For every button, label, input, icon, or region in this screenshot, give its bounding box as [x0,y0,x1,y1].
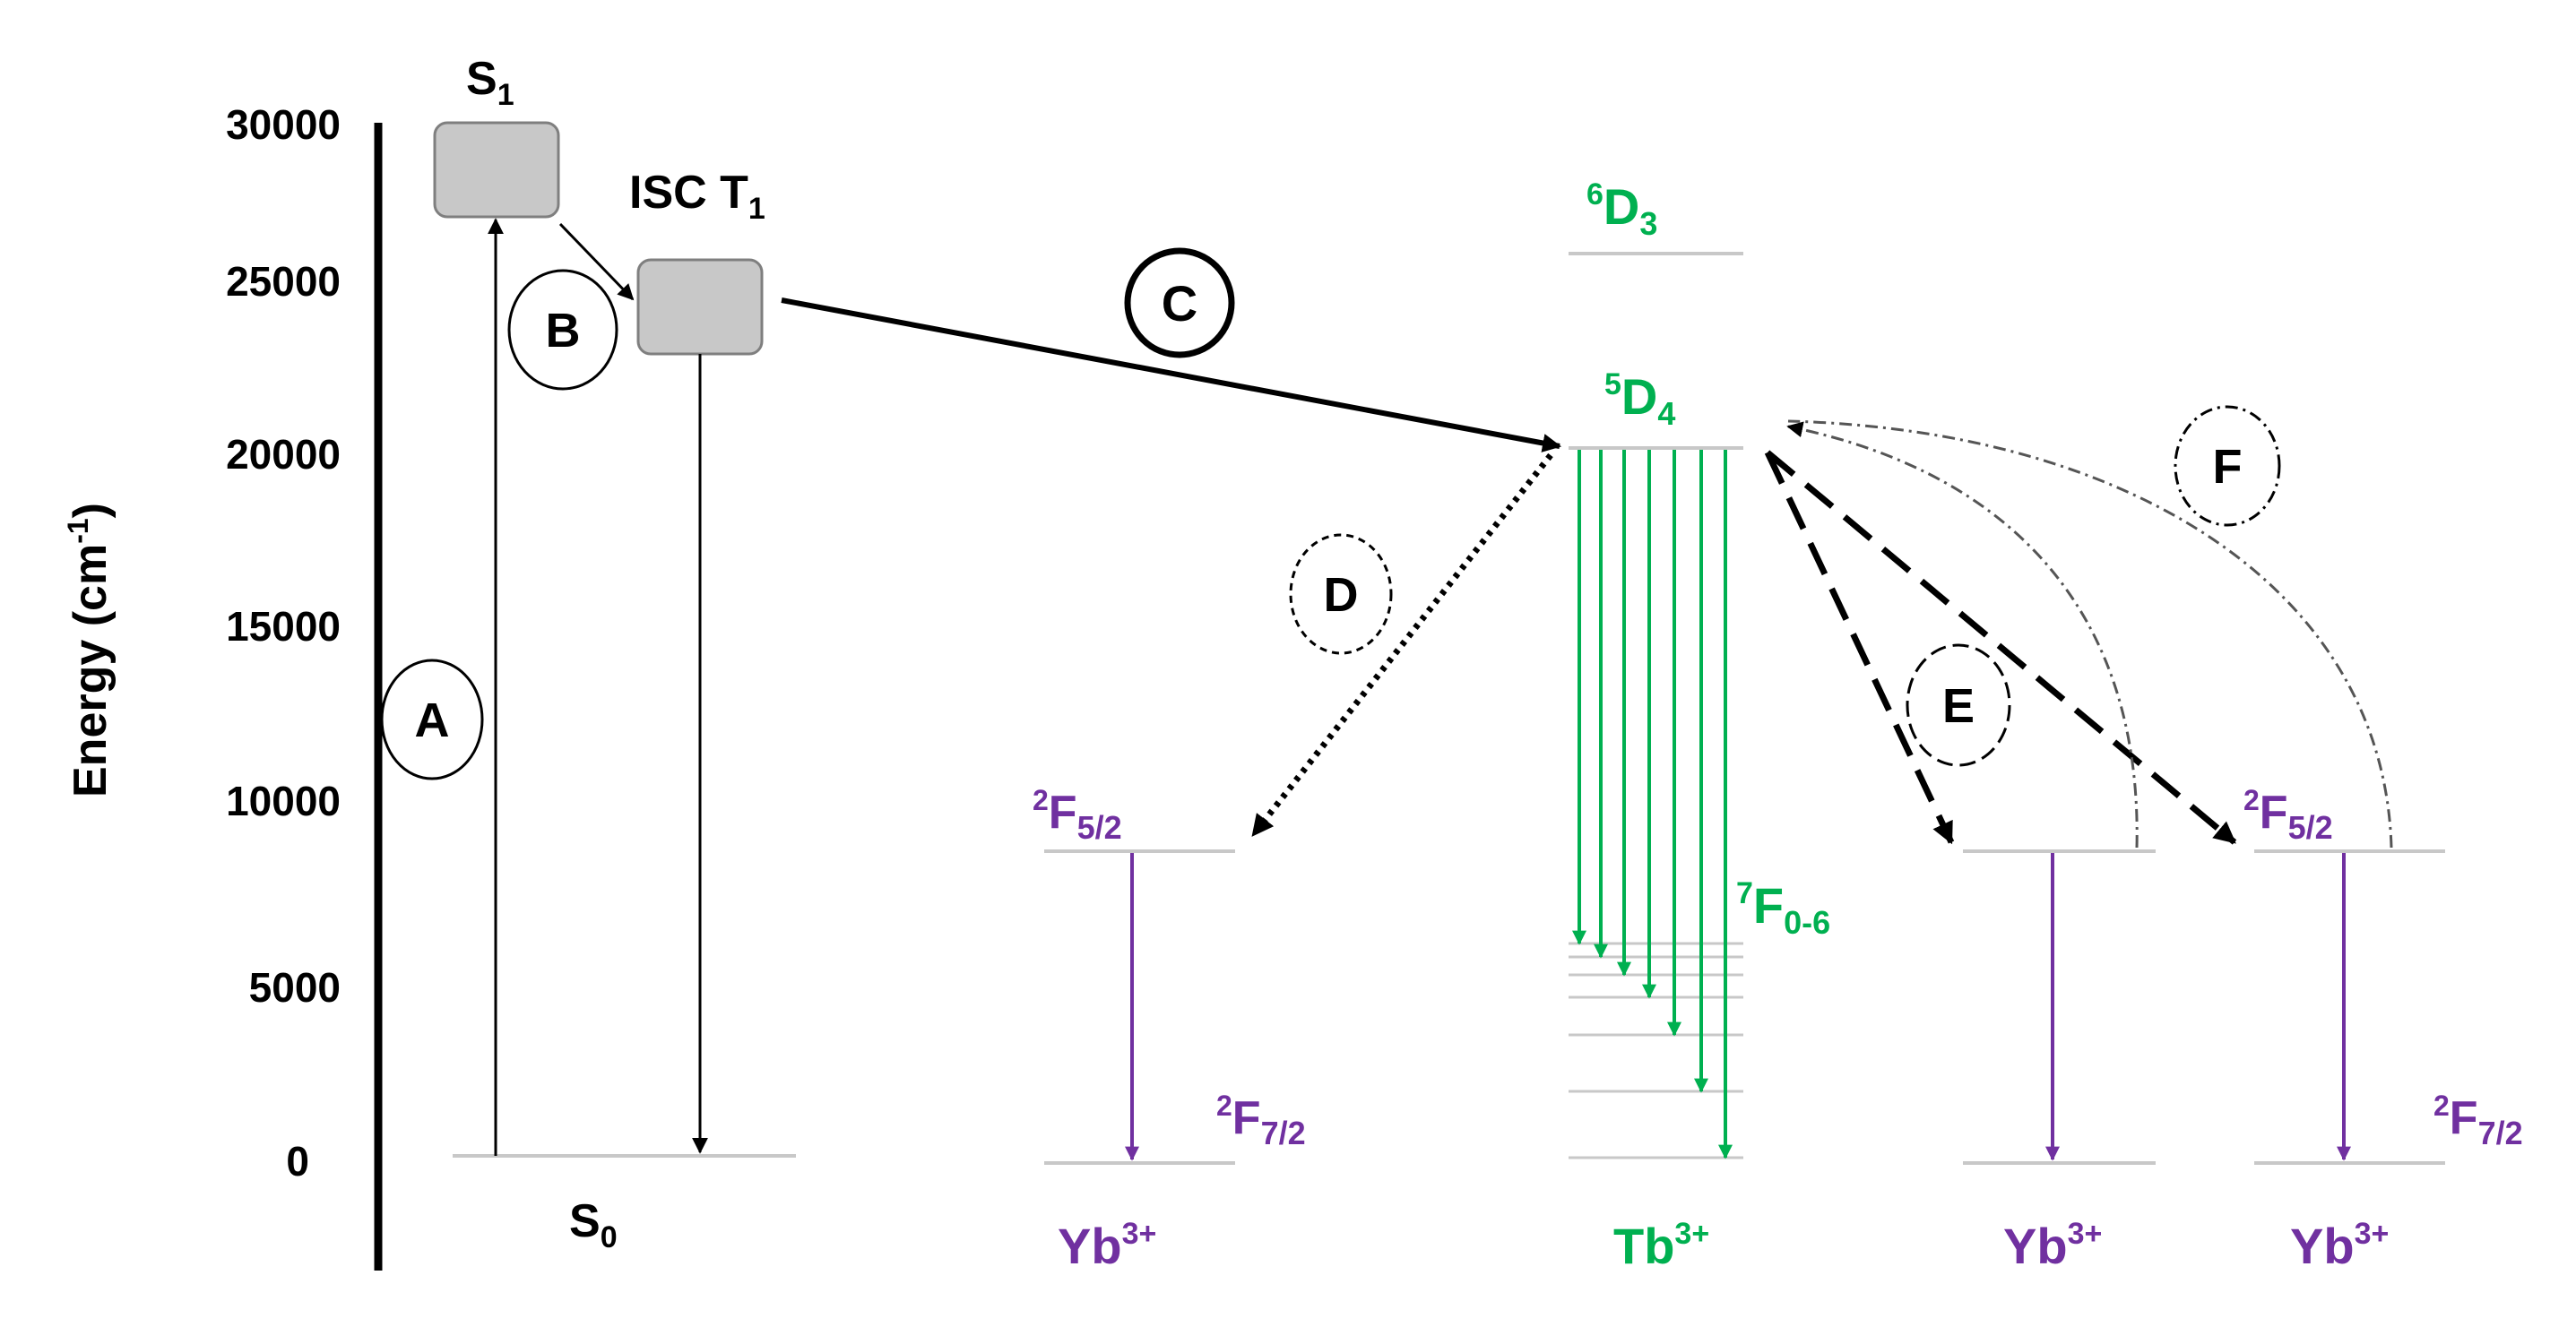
yb-left-2f52-label: 2F5/2 [1033,784,1122,846]
step-a-label: A [415,694,450,747]
yb-left-2f72-label: 2F7/2 [1216,1090,1306,1151]
step-e-label: E [1942,679,1975,733]
tb-emission-arrows [1572,450,1733,1159]
t1-state-box [636,258,764,356]
y-axis-title-sup: -1 [62,518,94,543]
y-axis-title: Energy (cm-1) [62,503,117,797]
step-b-circle [507,269,618,391]
transfer-e-dashed-arrow-1 [1764,451,1955,845]
tick-0: 0 [286,1138,309,1185]
step-c-circle [1124,247,1235,358]
energy-transfer-c-arrow [781,297,1562,452]
tick-10000: 10000 [226,778,341,824]
back-transfer-f-curve-1 [1786,421,2139,849]
tb-5d4-label: 5D4 [1604,367,1675,432]
tick-5000: 5000 [249,964,341,1011]
isc-arrow [558,222,635,301]
step-a-circle [380,659,484,780]
step-d-circle [1289,533,1393,655]
tick-20000: 20000 [226,431,341,478]
tick-15000: 15000 [226,603,341,650]
s1-label: S1 [466,53,514,112]
transfer-e-dashed-arrow-2 [1765,450,2237,845]
yb-right-2f72-label: 2F7/2 [2433,1090,2523,1151]
yb-mid-ion-label: Yb3+ [2003,1217,2102,1274]
yb-left-ion-label: Yb3+ [1058,1217,1156,1274]
back-transfer-f-curve-2 [1787,419,2393,849]
step-e-circle [1906,643,2011,767]
step-c-label: C [1162,275,1197,332]
tick-30000: 30000 [226,101,341,148]
tb-6d3-label: 6D3 [1586,177,1657,242]
tick-25000: 25000 [226,258,341,305]
tb-ion-label: Tb3+ [1613,1217,1709,1274]
step-f-circle [2174,405,2281,527]
step-d-label: D [1324,568,1359,622]
tb-7f-levels [1569,942,1743,1159]
yb-right-ion-label: Yb3+ [2290,1217,2389,1274]
s1-state-box [433,121,560,219]
s0-label: S0 [569,1195,618,1254]
transfer-d-dotted-arrow [1250,452,1553,838]
isc-t1-label: ISC T1 [629,167,765,226]
tb-7f06-label: 7F0-6 [1736,876,1830,941]
y-axis-ticks: 30000 25000 20000 15000 10000 5000 0 [226,101,341,1185]
step-b-label: B [546,304,581,358]
y-axis-title-main: Energy (cm [65,544,117,797]
yb-right-2f52-label: 2F5/2 [2243,784,2333,846]
step-f-label: F [2213,440,2243,494]
y-axis-title-end: ) [65,503,117,518]
